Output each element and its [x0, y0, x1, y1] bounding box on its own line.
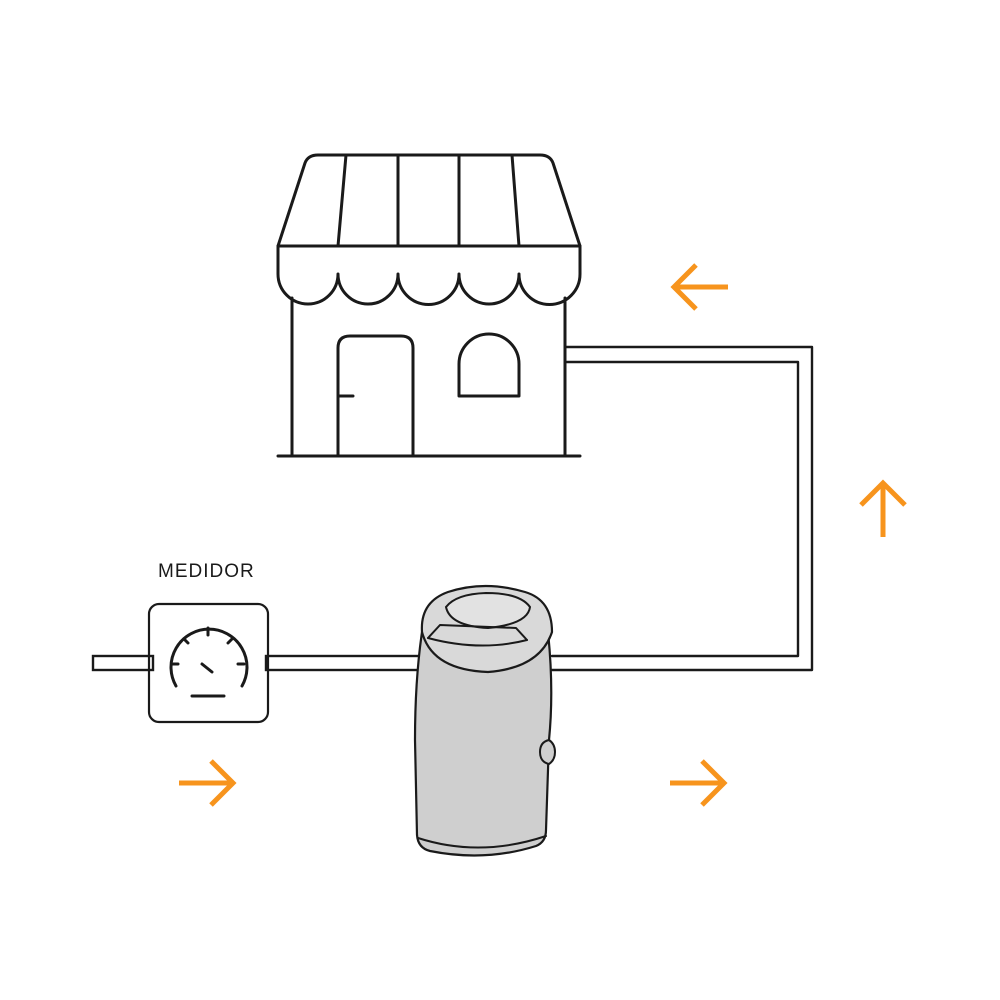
- gauge-icon: [169, 626, 249, 698]
- meter-label: MEDIDOR: [158, 561, 255, 582]
- inlet-pipe: [91, 654, 155, 672]
- meter-box: [147, 602, 270, 724]
- softener-to-store-pipe: [550, 345, 814, 672]
- meter-to-softener-pipe: [264, 654, 424, 672]
- store-icon: [276, 153, 582, 458]
- arrow-left-icon: [670, 263, 728, 311]
- arrow-right-icon: [670, 759, 728, 807]
- flow-arrows: [179, 263, 907, 807]
- water-softener-icon: [413, 584, 557, 857]
- meter: MEDIDOR: [147, 561, 270, 724]
- arrow-right-icon: [179, 759, 237, 807]
- arrow-up-icon: [859, 479, 907, 537]
